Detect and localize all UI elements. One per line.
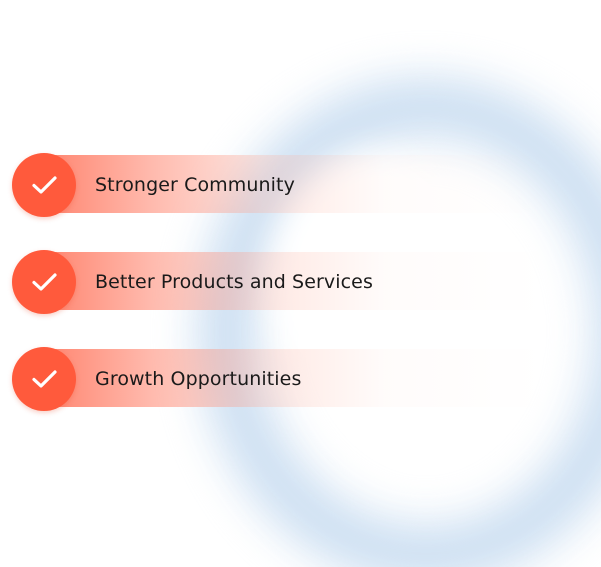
check-icon bbox=[32, 176, 57, 194]
benefit-label: Better Products and Services bbox=[95, 271, 373, 293]
check-badge bbox=[12, 347, 76, 411]
benefit-item-stronger-community: Stronger Community bbox=[12, 153, 572, 217]
benefit-highlight-bar bbox=[40, 252, 545, 310]
check-badge bbox=[12, 250, 76, 314]
benefit-item-growth-opportunities: Growth Opportunities bbox=[12, 347, 572, 411]
benefit-label: Stronger Community bbox=[95, 174, 295, 196]
benefit-highlight-bar bbox=[40, 349, 545, 407]
benefit-item-better-products: Better Products and Services bbox=[12, 250, 572, 314]
benefit-label: Growth Opportunities bbox=[95, 368, 302, 390]
benefit-highlight-bar bbox=[40, 155, 545, 213]
check-icon bbox=[32, 273, 57, 291]
check-badge bbox=[12, 153, 76, 217]
check-icon bbox=[32, 370, 57, 388]
benefit-list: Stronger Community Better Products and S… bbox=[12, 153, 572, 411]
